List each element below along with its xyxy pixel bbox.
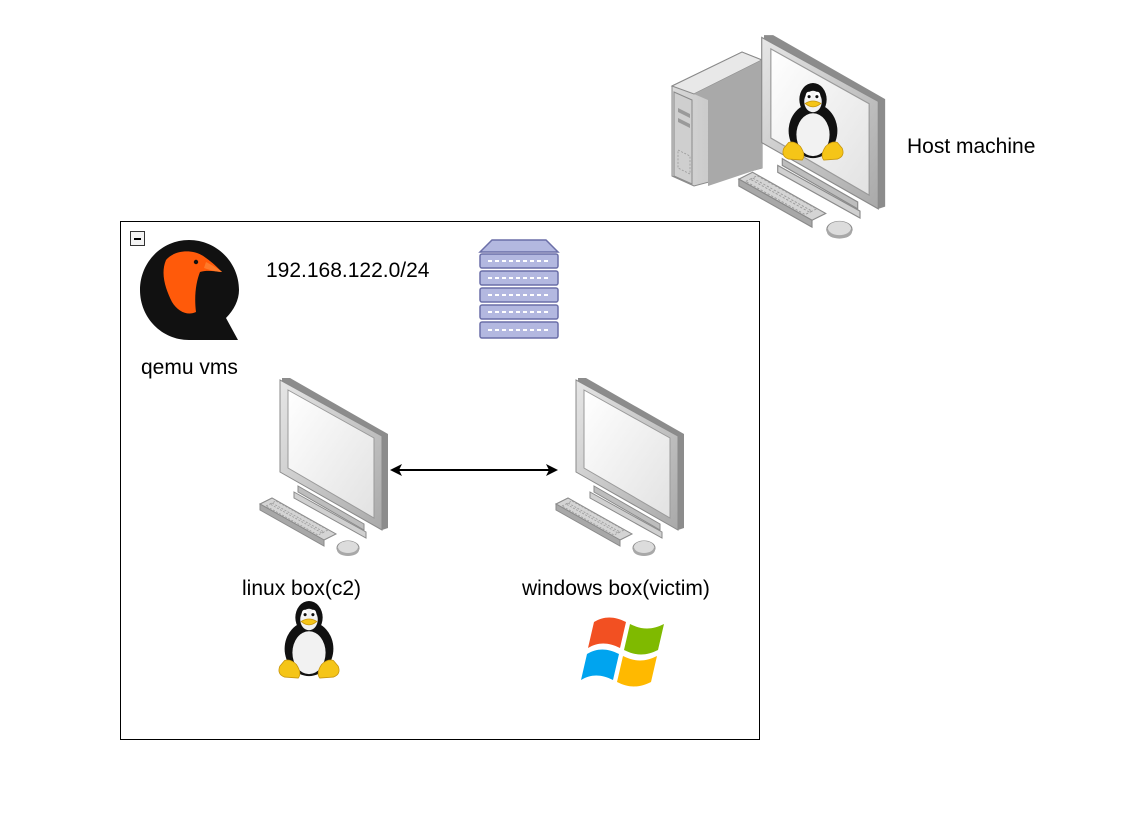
host-machine-icon [670, 34, 886, 240]
qemu-vms-label: qemu vms [141, 356, 238, 379]
linux-box-label: linux box(c2) [242, 577, 362, 600]
qemu-vms-group[interactable] [120, 221, 760, 740]
windows-logo-icon [581, 617, 664, 687]
host-machine-label: Host machine [907, 135, 1036, 158]
server-rack-icon [478, 239, 560, 339]
qemu-logo-icon [140, 240, 239, 340]
windows-box-label: windows box(victim) [522, 577, 710, 600]
network-subnet-label: 192.168.122.0/24 [266, 259, 430, 282]
group-collapse-button[interactable] [130, 231, 145, 246]
